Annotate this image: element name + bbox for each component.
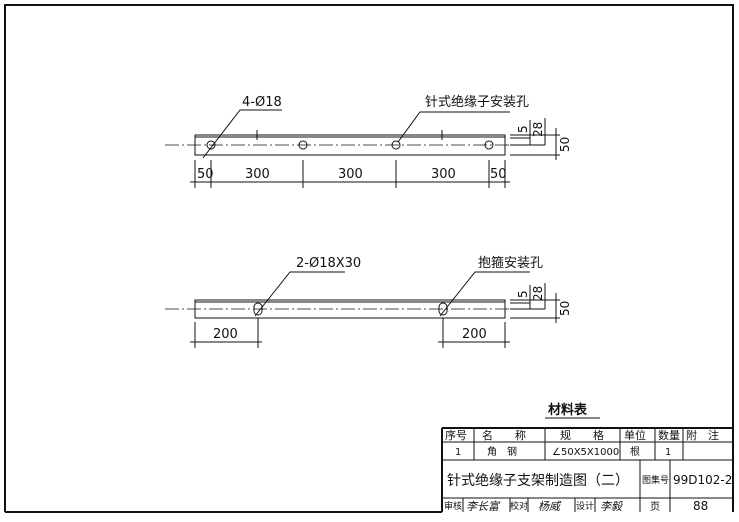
dim: 50 xyxy=(490,167,507,182)
dim: 200 xyxy=(462,327,487,342)
page-label: 页 xyxy=(650,501,660,513)
hole xyxy=(206,140,216,150)
check-label: 校对 xyxy=(510,500,528,512)
callout-leader xyxy=(397,111,510,143)
side-dim: 50 xyxy=(558,301,572,316)
hole-label: 4-Ø18 xyxy=(242,95,282,110)
col-header: 数量 xyxy=(658,429,680,442)
atlas-number: 99D102-2 xyxy=(673,473,732,487)
col-header: 附 注 xyxy=(686,428,719,442)
col-header: 规 格 xyxy=(560,428,604,442)
materials-table: 材料表 序号 名 称 规 格 单位 数量 附 注 1 角 钢 ∠50X5X100… xyxy=(441,402,733,513)
dim: 300 xyxy=(338,167,363,182)
dim: 200 xyxy=(213,327,238,342)
hole-leader xyxy=(202,109,282,159)
atlas-label: 图集号 xyxy=(642,474,669,486)
materials-title: 材料表 xyxy=(548,402,588,418)
side-dim: 28 xyxy=(531,286,545,301)
page-number: 88 xyxy=(693,499,708,513)
col-header: 名 称 xyxy=(482,428,526,442)
cell: 根 xyxy=(630,445,640,458)
side-dim: 5 xyxy=(516,290,530,298)
side-dim: 28 xyxy=(531,122,545,137)
angle-steel-view-2: 2-Ø18X30 抱箍安装孔 200 200 5 28 50 xyxy=(165,255,572,348)
sheet-border xyxy=(4,4,734,512)
dim: 300 xyxy=(431,167,456,182)
design-signature: 李毅 xyxy=(600,500,623,513)
callout-label: 抱箍安装孔 xyxy=(478,255,543,271)
dim: 50 xyxy=(197,167,214,182)
hole-leader xyxy=(254,271,345,317)
design-label: 设计 xyxy=(576,500,594,512)
hole xyxy=(484,140,494,150)
review-signature: 李长富 xyxy=(466,500,501,513)
side-dim: 50 xyxy=(558,137,572,152)
hole-label: 2-Ø18X30 xyxy=(296,256,361,271)
col-header: 序号 xyxy=(445,428,467,442)
hole xyxy=(298,140,308,150)
hole xyxy=(391,140,401,150)
cell: 1 xyxy=(665,447,671,458)
review-label: 审核 xyxy=(444,500,462,512)
drawing-title: 针式绝缘子支架制造图（二） xyxy=(447,473,629,489)
slot-hole xyxy=(253,302,263,316)
side-dim: 5 xyxy=(516,125,530,133)
callout-label: 针式绝缘子安装孔 xyxy=(425,94,529,110)
check-signature: 杨威 xyxy=(538,500,562,513)
cell: 角 钢 xyxy=(487,445,517,458)
cell: ∠50X5X1000 xyxy=(552,447,619,458)
cell: 1 xyxy=(455,447,461,458)
callout-leader xyxy=(439,271,530,317)
slot-hole xyxy=(438,302,448,316)
col-header: 单位 xyxy=(624,428,646,442)
angle-steel-view-1: 4-Ø18 针式绝缘子安装孔 50 300 300 300 50 5 28 50 xyxy=(165,94,572,188)
dim: 300 xyxy=(245,167,270,182)
